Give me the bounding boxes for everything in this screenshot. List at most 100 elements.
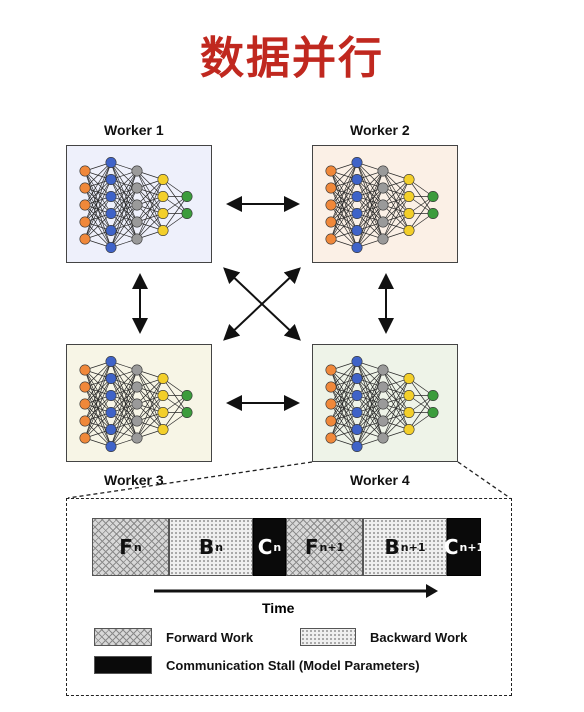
segment-letter: F — [119, 535, 133, 559]
legend-forward-swatch — [94, 628, 152, 646]
nn-node — [181, 207, 193, 219]
nn-edge — [382, 179, 410, 206]
segment-letter: C — [257, 535, 273, 559]
nn-node — [131, 364, 143, 376]
nn-edge — [136, 378, 164, 422]
nn-node — [325, 381, 337, 393]
nn-edge — [330, 196, 358, 240]
nn-node — [79, 182, 91, 194]
nn-node — [377, 381, 389, 393]
nn-edge — [84, 361, 112, 439]
nn-node — [377, 182, 389, 194]
legend-backward-label: Backward Work — [370, 630, 468, 645]
neural-network-diagram — [79, 157, 193, 254]
nn-node — [181, 406, 193, 418]
nn-node — [351, 225, 363, 237]
nn-edge — [84, 395, 112, 439]
nn-edge — [84, 213, 112, 240]
nn-node — [325, 199, 337, 211]
nn-node — [403, 207, 415, 219]
nn-edge — [382, 179, 410, 240]
segment-letter: C — [443, 535, 459, 559]
nn-edge — [110, 369, 138, 396]
nn-node — [377, 199, 389, 211]
time-label: Time — [262, 600, 295, 616]
nn-node — [105, 157, 117, 168]
nn-node — [157, 424, 169, 436]
zoom-line-left — [67, 461, 313, 499]
nn-edge — [110, 386, 138, 447]
nn-edge — [382, 412, 410, 439]
arrow-worker2-worker3 — [223, 267, 301, 341]
nn-node — [403, 225, 415, 237]
nn-edge — [382, 213, 410, 240]
nn-edge — [136, 179, 164, 240]
segment-subscript: n — [133, 540, 142, 554]
nn-edge — [110, 369, 138, 447]
worker-3-network — [66, 344, 212, 462]
legend-backward-swatch — [300, 628, 356, 646]
legend-communication-swatch — [94, 656, 152, 674]
nn-node — [351, 441, 363, 453]
nn-node — [131, 216, 143, 228]
nn-edge — [110, 221, 138, 248]
nn-node — [325, 182, 337, 194]
nn-node — [131, 432, 143, 444]
nn-node — [79, 398, 91, 410]
nn-node — [351, 389, 363, 401]
segment-subscript: n+1 — [459, 540, 485, 554]
nn-edge — [110, 403, 138, 447]
nn-node — [79, 415, 91, 427]
nn-node — [403, 190, 415, 202]
nn-node — [105, 424, 117, 436]
nn-edge — [110, 420, 138, 447]
nn-node — [157, 372, 169, 384]
nn-node — [131, 381, 143, 393]
zoom-line-right — [457, 461, 511, 499]
nn-node — [79, 432, 91, 444]
nn-edge — [110, 170, 138, 197]
nn-edge — [84, 196, 112, 240]
nn-node — [403, 424, 415, 436]
nn-node — [325, 233, 337, 245]
nn-edge — [110, 204, 138, 248]
nn-edge — [136, 213, 164, 240]
nn-node — [157, 389, 169, 401]
nn-node — [325, 364, 337, 376]
nn-edge — [356, 170, 384, 248]
nn-edge — [110, 170, 138, 248]
nn-node — [377, 398, 389, 410]
nn-node — [131, 199, 143, 211]
nn-edge — [110, 369, 138, 430]
nn-edge — [382, 196, 410, 240]
segment-letter: B — [198, 535, 215, 559]
nn-node — [157, 190, 169, 202]
nn-node — [79, 165, 91, 177]
nn-edge — [162, 395, 188, 430]
nn-node — [79, 199, 91, 211]
worker-2-network — [312, 145, 458, 263]
nn-edge — [84, 361, 112, 405]
nn-edge — [408, 196, 434, 231]
nn-node — [427, 406, 439, 418]
nn-edge — [110, 187, 138, 248]
nn-edge — [356, 204, 384, 248]
segment-subscript: n — [215, 540, 224, 554]
nn-edge — [136, 412, 164, 439]
nn-edge — [84, 162, 112, 189]
nn-edge — [356, 386, 384, 447]
nn-node — [377, 165, 389, 177]
nn-edge — [136, 378, 164, 439]
segment-subscript: n+1 — [400, 540, 426, 554]
worker-4-network — [312, 344, 458, 462]
nn-node — [377, 364, 389, 376]
nn-edge — [84, 179, 112, 240]
nn-node — [325, 398, 337, 410]
worker-1-network — [66, 145, 212, 263]
nn-edge — [136, 196, 164, 240]
nn-node — [79, 364, 91, 376]
nn-node — [377, 432, 389, 444]
